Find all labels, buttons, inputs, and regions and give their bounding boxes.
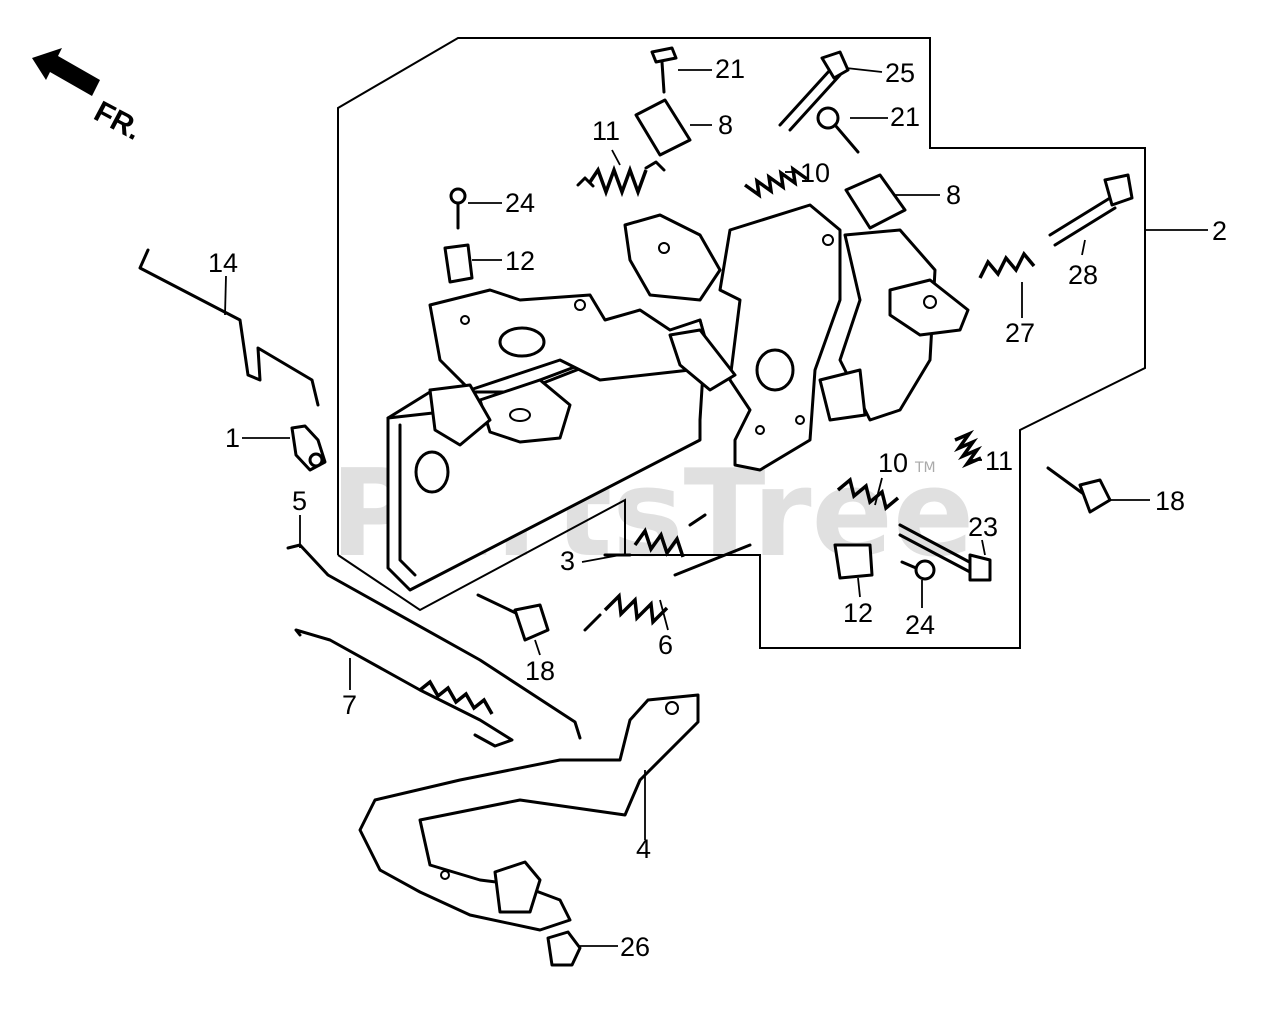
bolt-18-right <box>1046 466 1112 514</box>
callout-24: 24 <box>905 610 935 640</box>
spring-11-top <box>576 160 666 198</box>
callout-5: 5 <box>292 486 307 516</box>
callout-12: 12 <box>843 598 873 628</box>
governor-rod-spring <box>294 628 514 748</box>
governor-arm-plate <box>668 203 970 472</box>
spring-10-top <box>743 165 809 199</box>
front-direction-arrow-icon <box>32 48 100 96</box>
control-base-bracket <box>386 213 722 592</box>
nut-12-bottom <box>833 543 874 580</box>
callout-27: 27 <box>1005 318 1035 348</box>
callout-3: 3 <box>560 546 575 576</box>
governor-rod <box>286 543 582 740</box>
bolt-23 <box>898 523 992 582</box>
callout-8: 8 <box>718 110 733 140</box>
leader-lines <box>224 67 1208 947</box>
callout-28: 28 <box>1068 260 1098 290</box>
choke-rod <box>138 248 320 407</box>
callout-8: 8 <box>946 180 961 210</box>
callout-10: 10 <box>800 158 830 188</box>
watermark-trademark: TM <box>914 460 936 476</box>
screw-24-top <box>449 187 467 230</box>
bolt-25 <box>778 50 850 132</box>
callout-14: 14 <box>208 248 238 278</box>
spring-11-right <box>953 429 983 469</box>
screw-21-top <box>650 46 678 94</box>
screw-24-bottom <box>900 559 936 581</box>
spring-6 <box>583 543 752 632</box>
callout-26: 26 <box>620 932 650 962</box>
callout-11: 11 <box>985 446 1013 476</box>
clamp-8-top <box>634 98 692 157</box>
callout-1: 1 <box>225 423 240 453</box>
callout-12: 12 <box>505 246 535 276</box>
callout-7: 7 <box>342 690 357 720</box>
screw-21-right <box>816 106 860 154</box>
callout-18: 18 <box>1155 486 1185 516</box>
callout-2: 2 <box>1212 216 1227 246</box>
direction-label: FR. <box>89 95 147 147</box>
callout-21: 21 <box>715 54 745 84</box>
callout-10: 10 <box>878 448 908 478</box>
callout-24: 24 <box>505 188 535 218</box>
spring-27 <box>978 250 1036 279</box>
control-lever <box>358 693 700 932</box>
nut-26 <box>546 930 582 967</box>
callout-4: 4 <box>636 834 651 864</box>
callout-11: 11 <box>592 116 620 146</box>
assembly-boundary-outline <box>337 37 1146 649</box>
callout-6: 6 <box>658 630 673 660</box>
nut-12-top <box>443 243 474 284</box>
callout-25: 25 <box>885 58 915 88</box>
bolt-28 <box>1048 173 1134 247</box>
callout-21: 21 <box>890 102 920 132</box>
clamp-8-right <box>844 173 907 230</box>
spring-10-right <box>836 476 900 512</box>
callout-23: 23 <box>968 512 998 542</box>
rod-clip <box>290 424 327 472</box>
bolt-18-bottom <box>476 593 550 642</box>
callout-18: 18 <box>525 656 555 686</box>
